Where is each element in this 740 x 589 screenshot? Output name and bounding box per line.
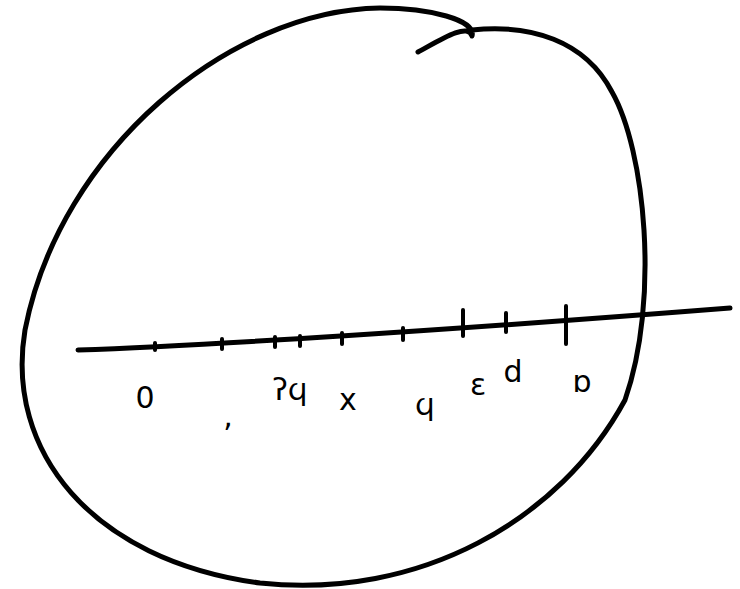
axis-label: ɒ <box>572 367 591 397</box>
closed-outline <box>22 8 645 585</box>
axis-label: , <box>223 401 233 431</box>
axis-label: 0 <box>135 383 154 413</box>
tick-marks <box>155 306 566 350</box>
axis-label: x <box>339 385 357 415</box>
number-line <box>78 308 730 350</box>
axis-label: ɛ <box>470 370 486 400</box>
axis-label: ϥ <box>415 390 435 420</box>
axis-label: d <box>503 357 522 387</box>
axis-label: ʔϥ <box>272 375 307 405</box>
